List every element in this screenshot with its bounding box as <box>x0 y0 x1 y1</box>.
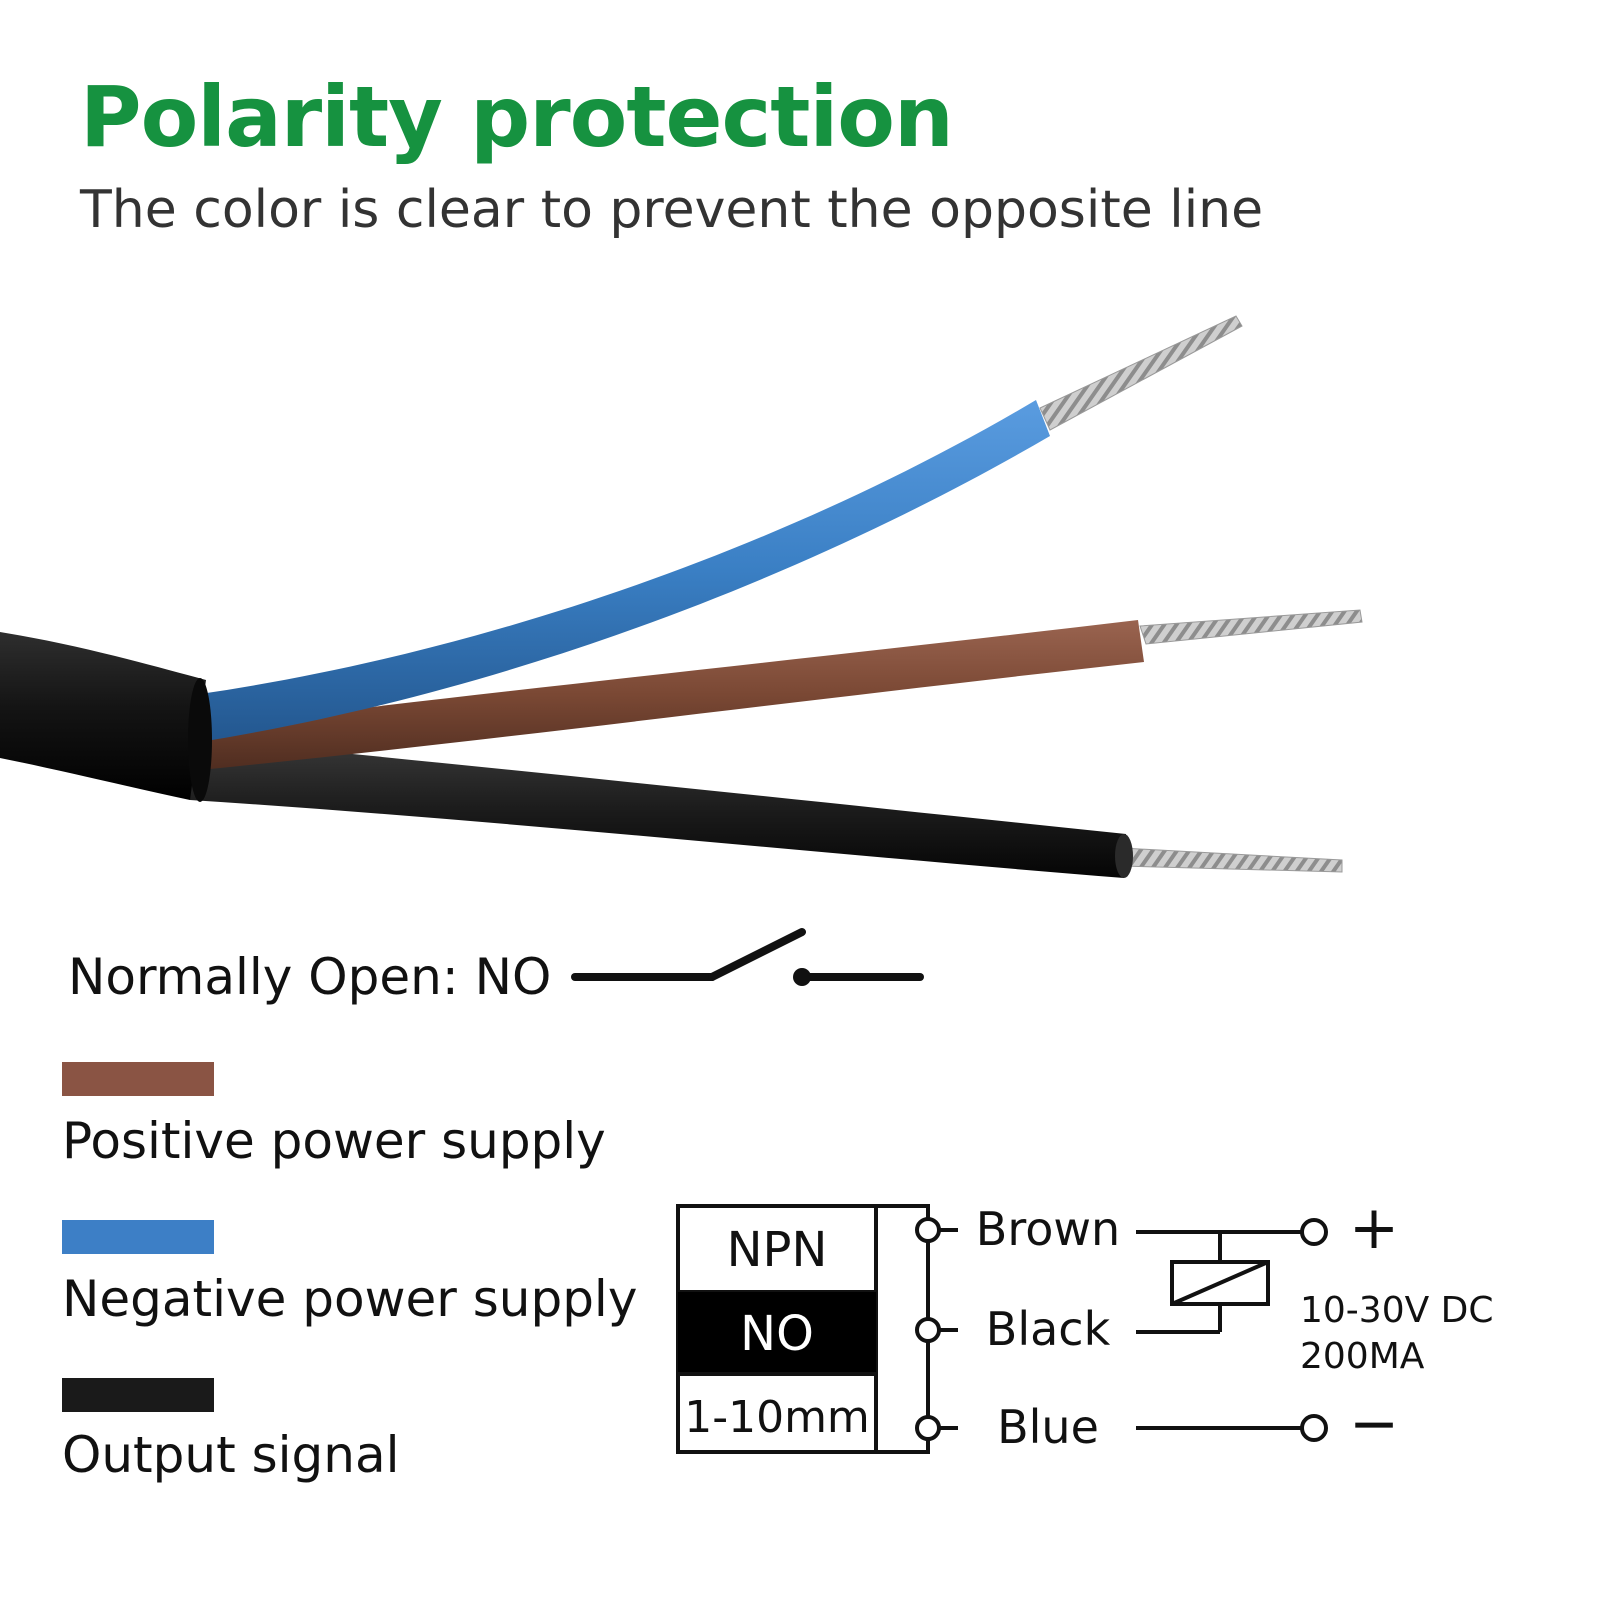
voltage-rating: 10-30V DC <box>1300 1290 1494 1331</box>
page-subtitle: The color is clear to prevent the opposi… <box>80 180 1264 240</box>
terminal-brown <box>915 1217 958 1243</box>
terminal-blue <box>915 1415 958 1441</box>
terminal-label-brown: Brown <box>976 1202 1120 1256</box>
switch-contact-dot <box>793 968 811 986</box>
current-rating: 200MA <box>1300 1336 1425 1377</box>
switch-label: Normally Open: NO <box>68 948 552 1006</box>
blue-wire <box>200 400 1050 742</box>
brown-wire <box>200 620 1144 770</box>
cable-sheath-edge <box>188 678 212 802</box>
black-wire <box>190 738 1126 878</box>
terminal-label-black: Black <box>986 1302 1111 1356</box>
cable-sheath <box>0 632 206 800</box>
legend-swatch-output <box>62 1378 214 1412</box>
terminal-label-blue: Blue <box>997 1400 1099 1454</box>
blue-wire-strands <box>1039 315 1243 431</box>
sensor-type-label: NPN <box>727 1222 828 1278</box>
legend-label-output: Output signal <box>62 1426 400 1484</box>
page-title: Polarity protection <box>80 68 954 166</box>
sensor-box <box>676 1204 930 1454</box>
normally-open-switch-icon <box>571 928 924 981</box>
brown-wire-strands <box>1139 609 1363 645</box>
sensor-range-label: 1-10mm <box>684 1392 870 1443</box>
minus-symbol: − <box>1349 1389 1399 1459</box>
terminal-black <box>915 1317 958 1343</box>
legend-swatch-negative <box>62 1220 214 1254</box>
black-wire-end <box>1115 834 1133 878</box>
legend-label-negative: Negative power supply <box>62 1270 638 1328</box>
load-circuit <box>1136 1218 1328 1442</box>
sensor-mode-label: NO <box>740 1306 814 1362</box>
black-wire-strands <box>1121 847 1343 873</box>
legend-swatch-positive <box>62 1062 214 1096</box>
legend-label-positive: Positive power supply <box>62 1112 606 1170</box>
plus-symbol: + <box>1349 1193 1399 1263</box>
